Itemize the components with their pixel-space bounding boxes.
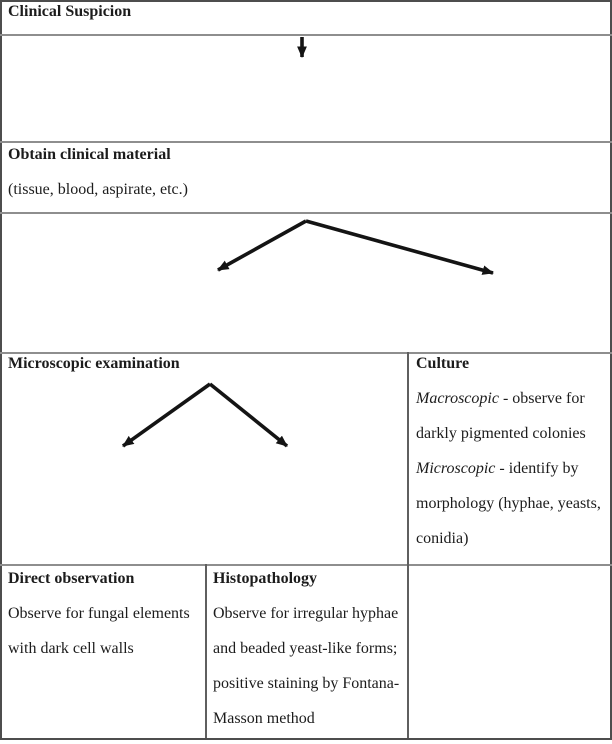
histopathology-cell: Histopathology Observe for irregular hyp… bbox=[213, 561, 406, 736]
obtain-material-detail: (tissue, blood, aspirate, etc.) bbox=[8, 181, 188, 198]
culture-microscopic-term: Microscopic bbox=[416, 460, 496, 477]
row-divider-under-obtain-material bbox=[0, 212, 612, 214]
culture-cell: Culture Macroscopic - observe for darkly… bbox=[416, 346, 607, 556]
histopathology-title: Histopathology bbox=[213, 570, 318, 587]
row-divider-above-obtain-material bbox=[0, 141, 612, 143]
row-divider-above-bottom-row bbox=[0, 564, 612, 566]
culture-macroscopic-detail: - observe for darkly pigmented colonies bbox=[416, 390, 586, 442]
culture-macroscopic-term: Macroscopic bbox=[416, 390, 499, 407]
culture-title: Culture bbox=[416, 355, 470, 372]
direct-observation-detail: Observe for fungal elements with dark ce… bbox=[8, 605, 190, 657]
microscopic-examination-cell: Microscopic examination bbox=[8, 346, 398, 381]
culture-microscopic-line: Microscopic - identify by morphology (hy… bbox=[416, 451, 607, 556]
clinical-suspicion-title: Clinical Suspicion bbox=[8, 3, 132, 20]
column-divider-culture bbox=[407, 352, 409, 738]
histopathology-detail: Observe for irregular hyphae and beaded … bbox=[213, 605, 400, 727]
microscopic-examination-title: Microscopic examination bbox=[8, 355, 180, 372]
culture-macroscopic-line: Macroscopic - observe for darkly pigment… bbox=[416, 381, 607, 451]
clinical-suspicion-cell: Clinical Suspicion bbox=[8, 0, 602, 29]
culture-microscopic-detail: - identify by morphology (hyphae, yeasts… bbox=[416, 460, 601, 547]
row-divider-above-microscopic-culture bbox=[0, 352, 612, 354]
direct-observation-title: Direct observation bbox=[8, 570, 135, 587]
obtain-material-title: Obtain clinical material bbox=[8, 146, 171, 163]
obtain-material-cell: Obtain clinical material (tissue, blood,… bbox=[8, 137, 602, 207]
column-divider-direct-histo bbox=[205, 564, 207, 738]
direct-observation-cell: Direct observation Observe for fungal el… bbox=[8, 561, 201, 666]
row-divider-under-clinical-suspicion bbox=[0, 34, 612, 36]
